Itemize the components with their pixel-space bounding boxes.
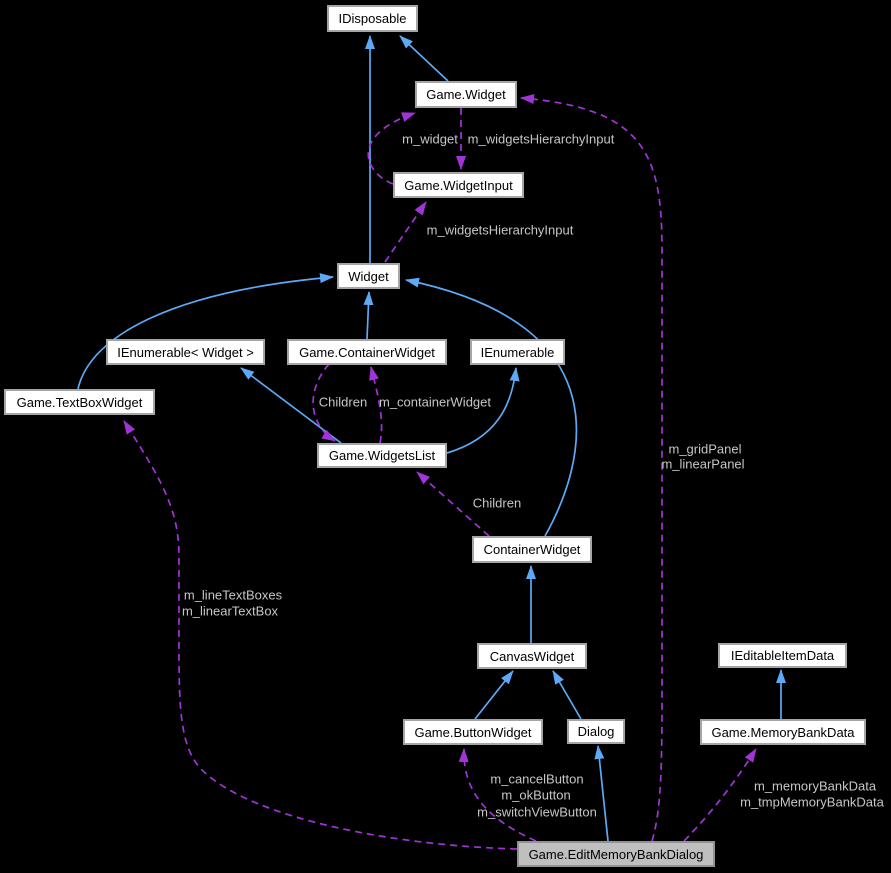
edge-label-Children: Children: [472, 495, 522, 511]
node-ieditableitemdata[interactable]: IEditableItemData: [718, 643, 847, 668]
edge-label-m_linearTextBox: m_linearTextBox: [181, 603, 279, 619]
node-game-containerwidget[interactable]: Game.ContainerWidget: [287, 339, 447, 365]
node-game-buttonwidget[interactable]: Game.ButtonWidget: [403, 719, 543, 745]
edge-label-Children: Children: [318, 394, 368, 410]
edge-label-m_widget: m_widget: [402, 131, 458, 147]
edge-label-m_gridPanel: m_gridPanel: [668, 441, 742, 457]
node-game-widgetslist[interactable]: Game.WidgetsList: [317, 443, 447, 468]
edge-label-m_linearPanel: m_linearPanel: [661, 456, 745, 472]
node-canvaswidget[interactable]: CanvasWidget: [477, 643, 587, 669]
node-dialog[interactable]: Dialog: [567, 719, 625, 744]
node-ienumerable[interactable]: IEnumerable: [470, 339, 565, 365]
edge-label-m_switchViewButton: m_switchViewButton: [477, 804, 597, 820]
node-game-widgetinput[interactable]: Game.WidgetInput: [393, 172, 524, 198]
edge-label-m_cancelButton: m_cancelButton: [490, 771, 584, 787]
node-ienumerable-widget[interactable]: IEnumerable< Widget >: [106, 339, 265, 365]
node-game-widget[interactable]: Game.Widget: [415, 81, 517, 108]
edge-label-m_widgetsHierarchyInput: m_widgetsHierarchyInput: [467, 131, 615, 147]
inheritance-edge-game-buttonwidget-to-canvaswidget: [474, 670, 514, 720]
inheritance-edge-game-editmemorybankdialog-to-dialog: [594, 745, 609, 842]
inheritance-edge-dialog-to-canvaswidget: [552, 670, 582, 720]
node-containerwidget[interactable]: ContainerWidget: [472, 536, 592, 563]
inheritance-edge-game-textboxwidget-to-widget: [77, 273, 334, 390]
edge-label-m_tmpMemoryBankData: m_tmpMemoryBankData: [740, 794, 884, 810]
inheritance-edge-game-widget-to-idisposable: [399, 35, 449, 82]
node-game-textboxwidget[interactable]: Game.TextBoxWidget: [4, 389, 155, 415]
edge-label-m_lineTextBoxes: m_lineTextBoxes: [183, 587, 283, 603]
edge-label-m_widgetsHierarchyInput: m_widgetsHierarchyInput: [426, 222, 574, 238]
node-widget[interactable]: Widget: [337, 263, 400, 289]
node-idisposable[interactable]: IDisposable: [327, 5, 418, 32]
usage-edge-widget-to-game-widgetinput: [384, 201, 427, 263]
edge-label-m_okButton: m_okButton: [501, 787, 571, 803]
edge-label-m_containerWidget: m_containerWidget: [379, 394, 491, 410]
node-game-editmemorybankdialog: Game.EditMemoryBankDialog: [517, 841, 715, 867]
edge-label-m_memoryBankData: m_memoryBankData: [753, 778, 877, 794]
inheritance-edge-game-containerwidget-to-widget: [363, 291, 374, 340]
inheritance-edge-game-widgetslist-to-ienumerable: [446, 367, 520, 454]
node-game-memorybankdata[interactable]: Game.MemoryBankData: [700, 719, 866, 745]
usage-edge-game-editmemorybankdialog-to-game-textboxwidget: [123, 420, 518, 850]
